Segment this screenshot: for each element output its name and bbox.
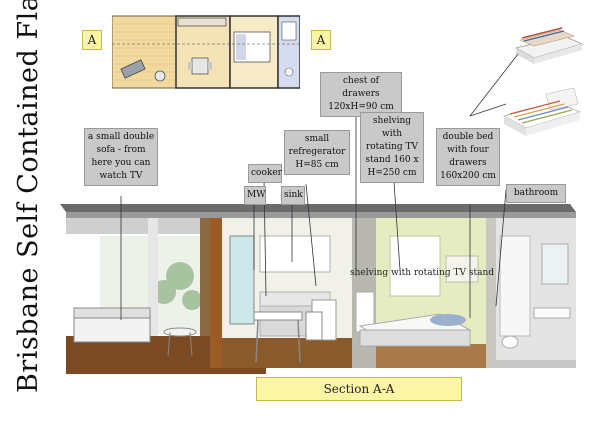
floor-plan-drawing (92, 15, 312, 89)
label-double-bed: double bed with four drawers 160x200 cm (436, 128, 500, 186)
section-marker-left: A (82, 30, 102, 50)
shelving-inline-note: shelving with rotating TV stand (350, 268, 494, 278)
bed-photo (500, 80, 584, 138)
label-shelving: shelving with rotating TV stand 160 x H=… (360, 112, 424, 183)
label-chest-of-drawers: chest of drawers 120xH=90 cm (320, 72, 402, 117)
label-sofa: a small double sofa - from here you can … (84, 128, 158, 186)
label-mw: MW (244, 186, 266, 205)
section-title: Section A-A (256, 377, 462, 401)
section-marker-right: A (311, 30, 331, 50)
bed-drawer-photo (512, 18, 584, 64)
floor-plan (92, 14, 312, 90)
section-view (60, 196, 580, 376)
page-title: Brisbane Self Contained Flat (13, 0, 44, 393)
label-sink: sink (281, 186, 305, 205)
label-bathroom: bathroom (506, 184, 566, 203)
label-cooker: cooker (248, 164, 282, 183)
label-fridge: small refregerator H=85 cm (284, 130, 350, 175)
